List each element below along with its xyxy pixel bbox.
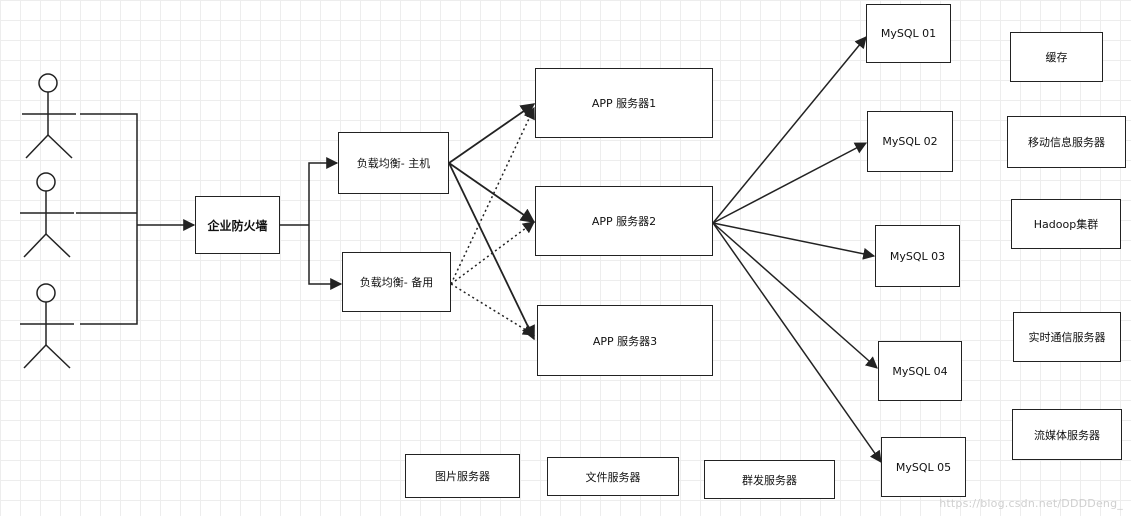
realtime-comm-server-node: 实时通信服务器 xyxy=(1013,312,1121,362)
mysql-04-node: MySQL 04 xyxy=(878,341,962,401)
firewall-node: 企业防火墙 xyxy=(195,196,280,254)
app-server-3-node: APP 服务器3 xyxy=(537,305,713,376)
lb-backup-connectors xyxy=(450,106,536,336)
firewall-connectors xyxy=(280,157,343,290)
user-connectors xyxy=(76,113,196,325)
mobile-info-server-node: 移动信息服务器 xyxy=(1007,116,1126,168)
user-figure-2 xyxy=(20,172,74,258)
app-to-mysql-connectors xyxy=(712,36,882,463)
mysql-05-node: MySQL 05 xyxy=(881,437,966,497)
lb-primary-connectors xyxy=(448,103,536,341)
load-balancer-backup-node: 负载均衡- 备用 xyxy=(342,252,451,312)
image-server-node: 图片服务器 xyxy=(405,454,520,498)
streaming-server-node: 流媒体服务器 xyxy=(1012,409,1122,460)
user-figure-3 xyxy=(20,283,74,369)
hadoop-cluster-node: Hadoop集群 xyxy=(1011,199,1121,249)
file-server-node: 文件服务器 xyxy=(547,457,679,496)
mysql-01-node: MySQL 01 xyxy=(866,4,951,63)
cache-node: 缓存 xyxy=(1010,32,1103,82)
mysql-03-node: MySQL 03 xyxy=(875,225,960,287)
load-balancer-primary-node: 负载均衡- 主机 xyxy=(338,132,449,194)
mysql-02-node: MySQL 02 xyxy=(867,111,953,172)
app-server-1-node: APP 服务器1 xyxy=(535,68,713,138)
app-server-2-node: APP 服务器2 xyxy=(535,186,713,256)
watermark-text: https://blog.csdn.net/DDDDeng_ xyxy=(939,497,1123,510)
mass-send-server-node: 群发服务器 xyxy=(704,460,835,499)
user-figure-1 xyxy=(22,73,76,159)
